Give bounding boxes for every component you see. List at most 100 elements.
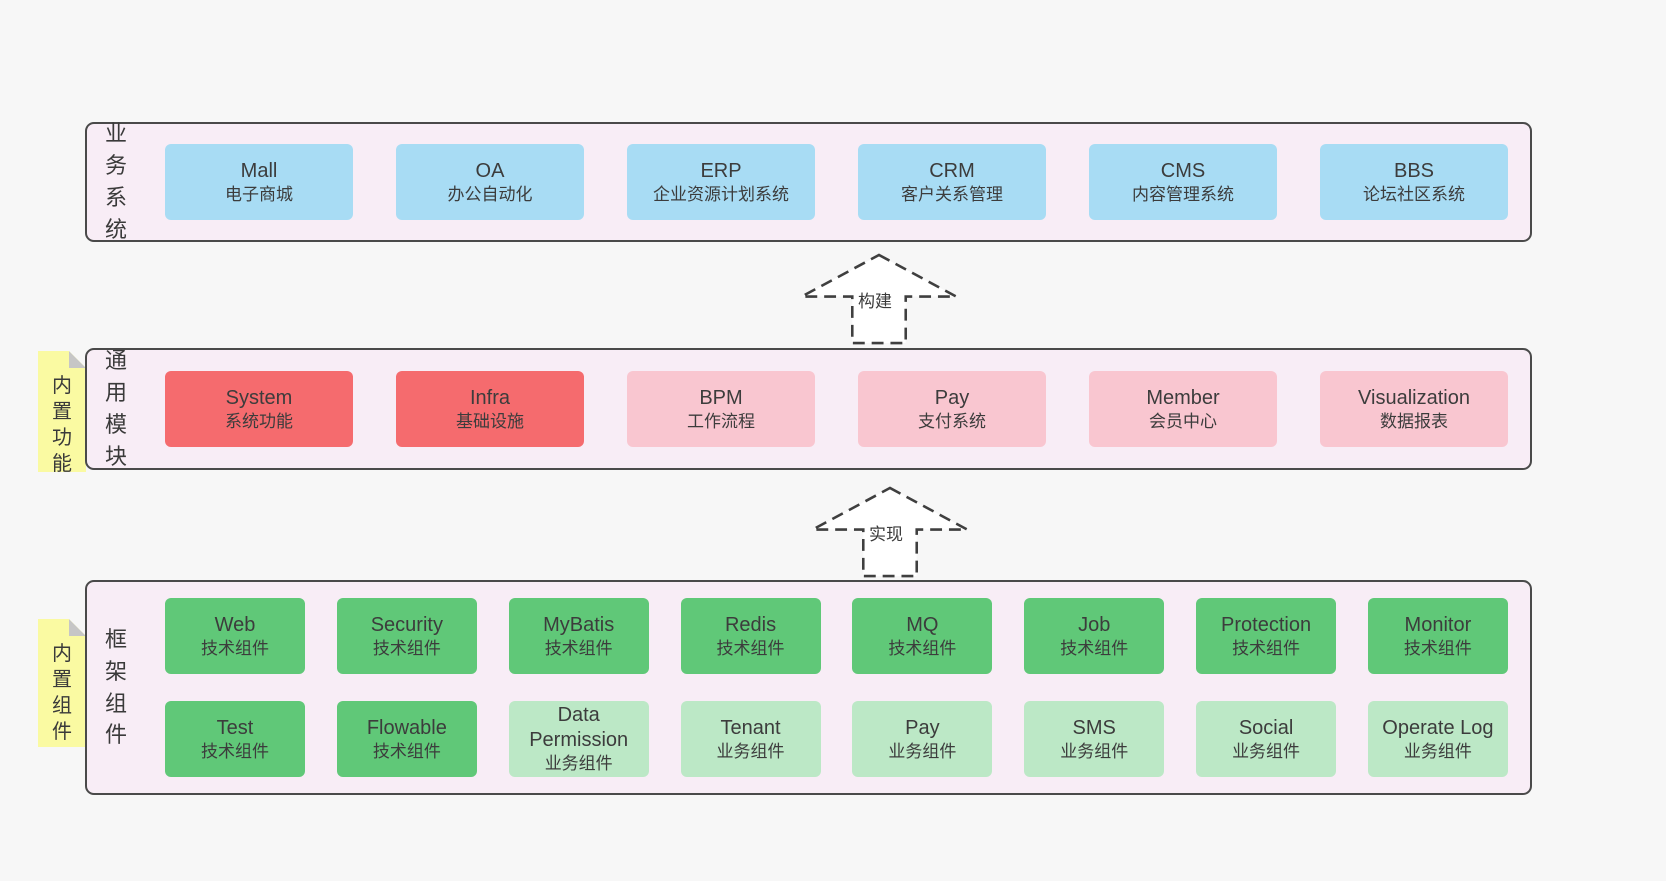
module-name-en: Flowable <box>366 716 447 739</box>
module-name-zh: 数据报表 <box>1380 411 1448 431</box>
module-name-en: CRM <box>929 159 975 182</box>
module-name-zh: 业务组件 <box>1060 741 1129 761</box>
module-name-zh: 技术组件 <box>1403 638 1472 658</box>
module-name-zh: 会员中心 <box>1149 411 1217 431</box>
module-name-en: SMS <box>1072 716 1116 739</box>
module-name-zh: 技术组件 <box>372 638 441 658</box>
module-name-zh: 技术组件 <box>888 638 957 658</box>
module-name-en: BBS <box>1393 159 1435 182</box>
module-name-zh: 企业资源计划系统 <box>653 184 789 204</box>
module-name-en: Job <box>1078 613 1111 636</box>
module-name-en: Operate Log <box>1382 716 1494 739</box>
module-name-en: Protection <box>1221 613 1312 636</box>
module-name-zh: 技术组件 <box>1232 638 1301 658</box>
sticky-note-built-in-components: 内置组件 <box>38 619 86 747</box>
sticky-note-built-in-features: 内置功能 <box>38 351 86 472</box>
module-name-zh: 电子商城 <box>225 184 293 204</box>
module-name-en: Member <box>1146 386 1220 409</box>
module-name-en: OA <box>475 159 505 182</box>
module-name-zh: 技术组件 <box>716 638 785 658</box>
module-name-en: Data Permission <box>529 704 629 752</box>
module-name-en: Test <box>216 716 254 739</box>
module-name-zh: 技术组件 <box>201 638 269 658</box>
module-name-zh: 论坛社区系统 <box>1363 184 1465 204</box>
module-name-en: MyBatis <box>543 613 615 636</box>
module-name-zh: 客户关系管理 <box>901 184 1003 204</box>
module-name-zh: 业务组件 <box>1232 741 1301 761</box>
module-name-zh: 工作流程 <box>687 411 755 431</box>
module-name-zh: 内容管理系统 <box>1132 184 1234 204</box>
module-name-zh: 基础设施 <box>456 411 524 431</box>
module-name-en: MQ <box>906 613 939 636</box>
band-title-vertical: 框架组件 <box>104 626 127 748</box>
sticky-note-text: 内置组件 <box>52 643 72 743</box>
module-name-en: Infra <box>469 386 511 409</box>
module-name-zh: 业务组件 <box>544 754 613 774</box>
module-name-zh: 技术组件 <box>372 741 441 761</box>
module-name-zh: 业务组件 <box>716 741 785 761</box>
sticky-folded-corner-icon <box>69 351 86 368</box>
module-name-en: Pay <box>905 716 940 739</box>
band-title-vertical: 业务系统 <box>104 121 127 242</box>
arrow-label: 构建 <box>855 287 895 312</box>
module-name-zh: 支付系统 <box>918 411 986 431</box>
module-name-en: Mall <box>240 159 278 182</box>
sticky-note-text: 内置功能 <box>52 375 72 475</box>
module-name-en: Pay <box>934 386 970 409</box>
module-name-en: Social <box>1238 716 1294 739</box>
module-name-en: ERP <box>700 159 742 182</box>
module-name-en: CMS <box>1160 159 1206 182</box>
arrow-label: 实现 <box>866 520 906 545</box>
module-name-zh: 办公自动化 <box>447 184 533 204</box>
module-name-en: Web <box>214 613 256 636</box>
module-name-en: Redis <box>724 613 777 636</box>
arrow-implement: 实现 <box>800 485 980 579</box>
arrow-build: 构建 <box>789 252 969 346</box>
module-name-zh: 系统功能 <box>225 411 293 431</box>
band-title-vertical: 通用模块 <box>104 348 127 469</box>
module-name-zh: 技术组件 <box>201 741 269 761</box>
module-name-zh: 技术组件 <box>1060 638 1129 658</box>
module-name-zh: 业务组件 <box>888 741 957 761</box>
module-name-en: BPM <box>699 386 743 409</box>
module-name-en: Monitor <box>1404 613 1472 636</box>
module-name-zh: 业务组件 <box>1403 741 1472 761</box>
module-name-en: Tenant <box>720 716 781 739</box>
module-name-en: Visualization <box>1358 386 1470 409</box>
module-name-zh: 技术组件 <box>544 638 613 658</box>
